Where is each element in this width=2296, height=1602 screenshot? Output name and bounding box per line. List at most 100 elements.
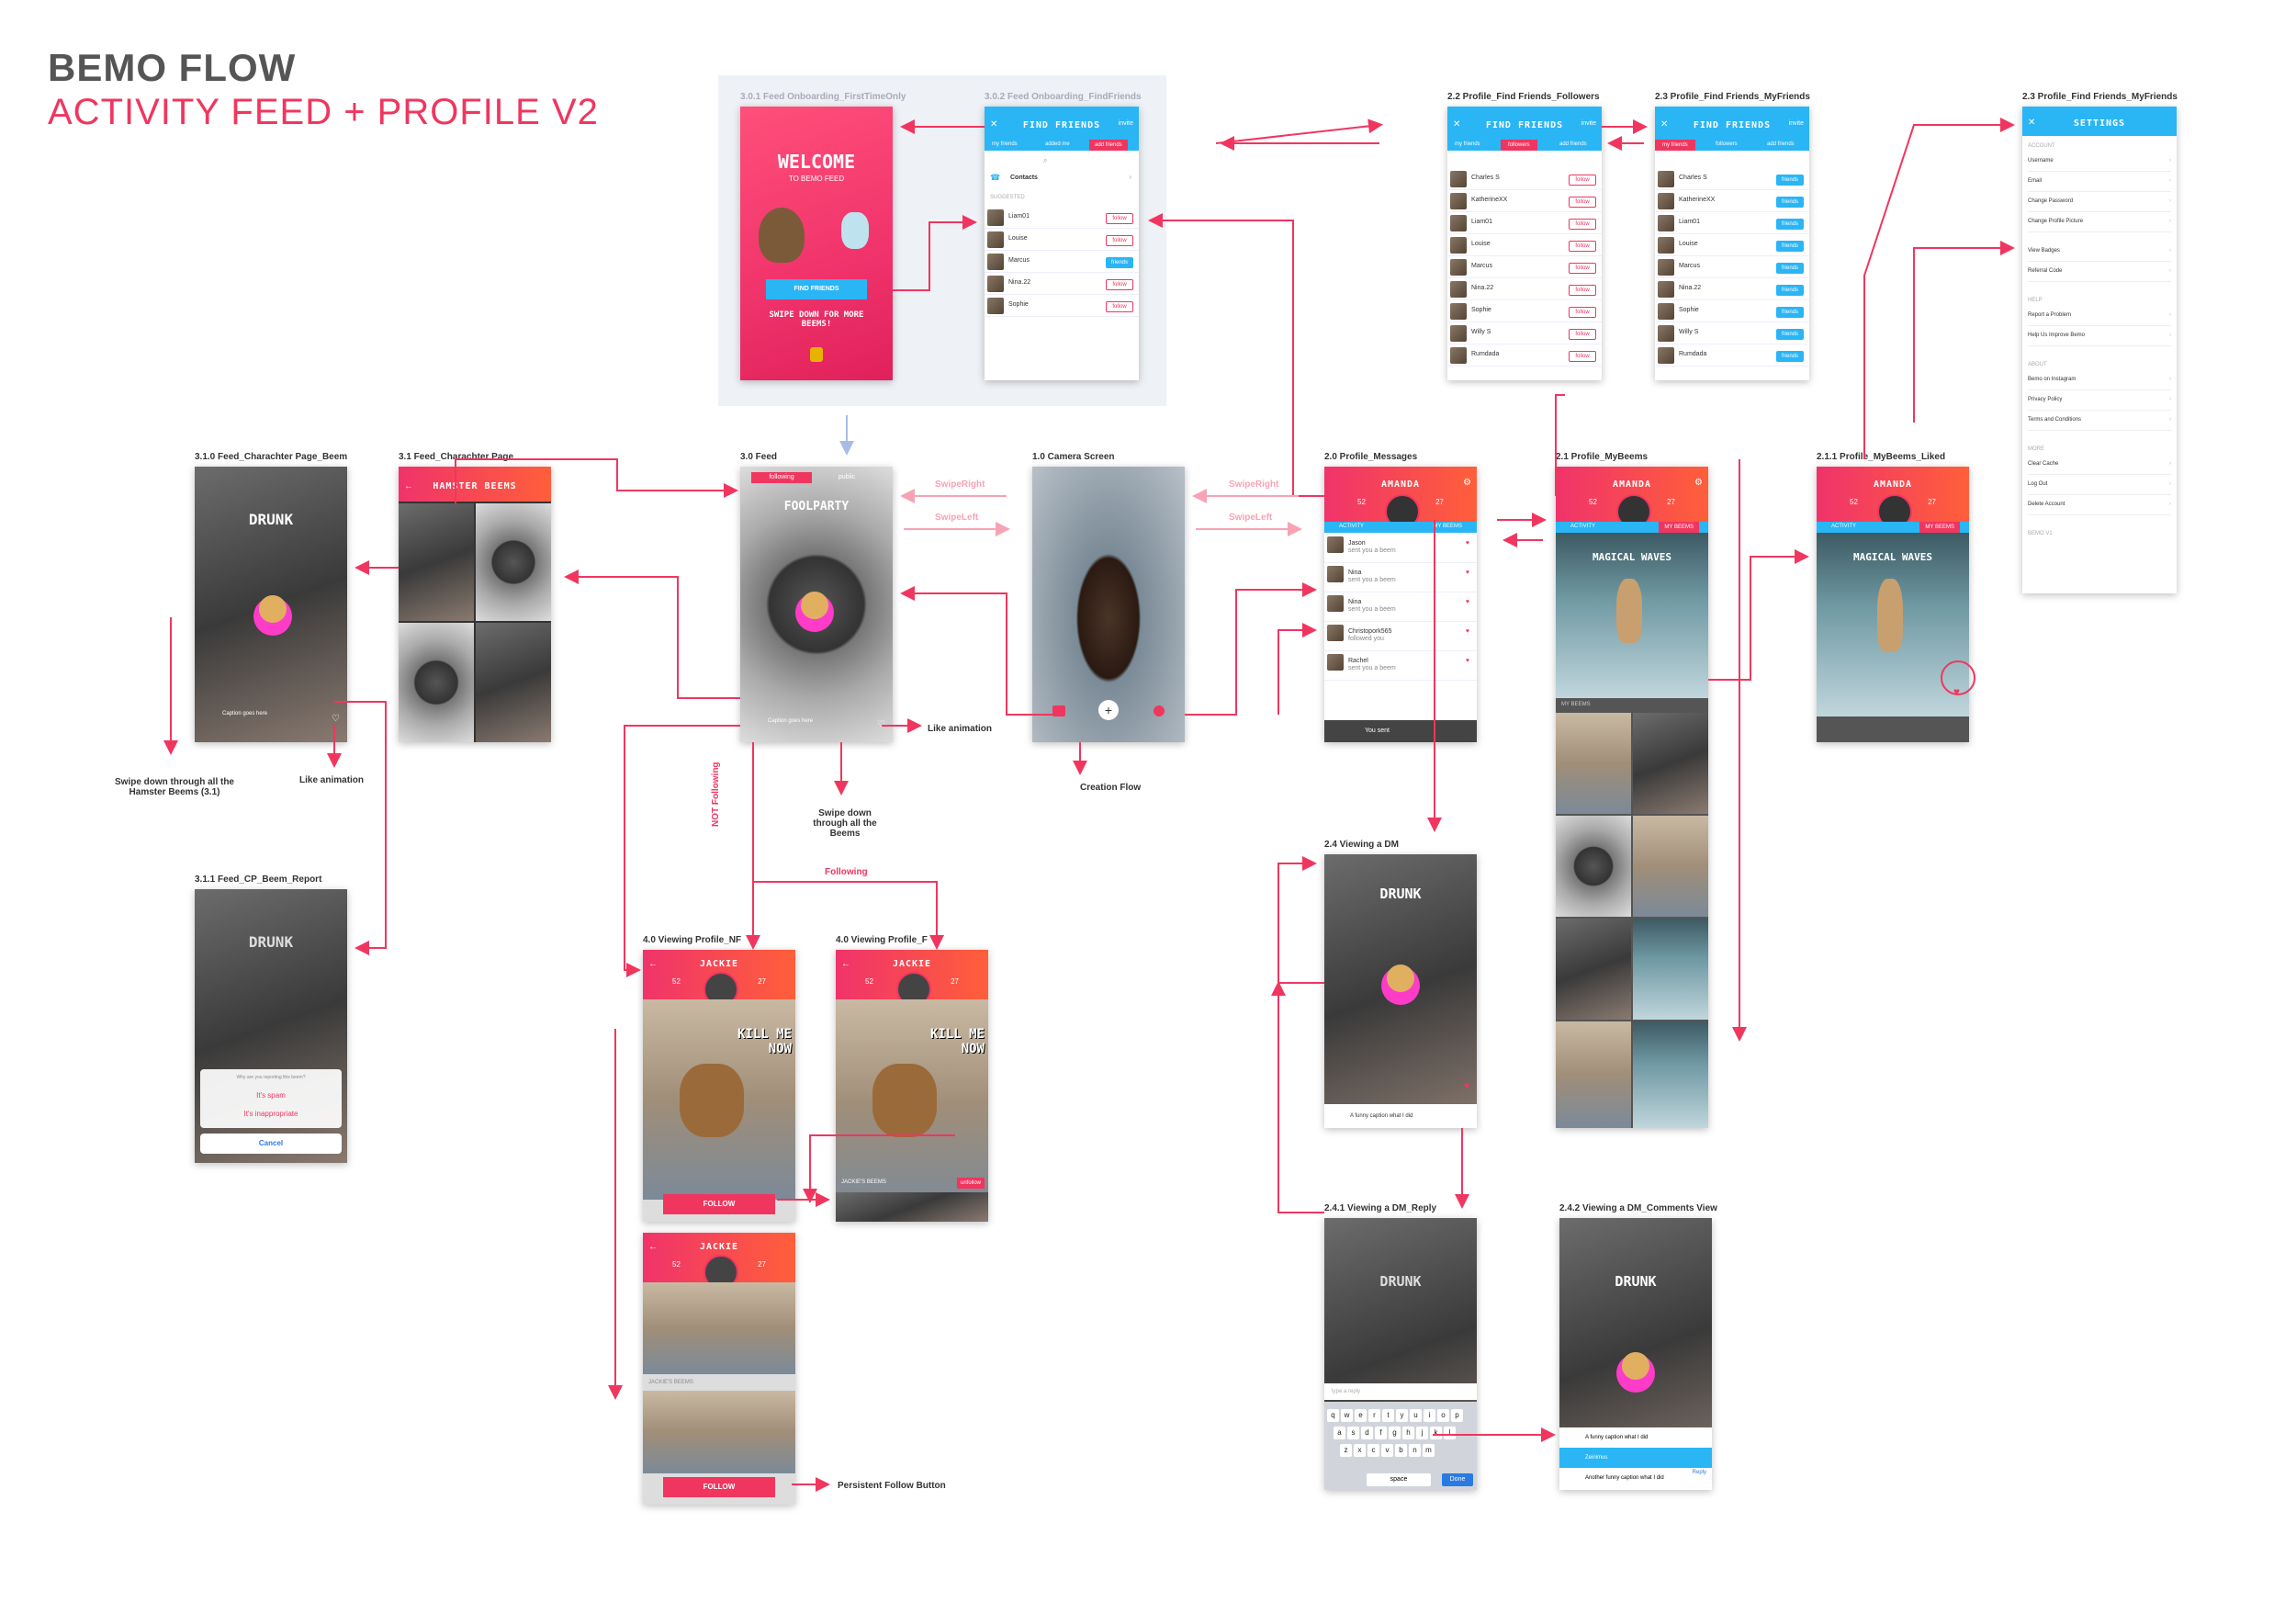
follow-button[interactable]: follow xyxy=(1569,219,1596,230)
key-e[interactable]: e xyxy=(1355,1409,1367,1422)
tab-my-beems[interactable]: MY BEEMS xyxy=(1919,522,1960,533)
tab-add-friends[interactable]: add friends xyxy=(1767,141,1795,147)
key-c[interactable]: c xyxy=(1367,1444,1379,1457)
settings-item[interactable]: Username› xyxy=(2028,158,2171,172)
friends-button[interactable]: friends xyxy=(1776,263,1804,274)
settings-item[interactable]: Privacy Policy› xyxy=(2028,397,2171,411)
settings-item[interactable]: Bemo on Instagram› xyxy=(2028,377,2171,390)
follow-button[interactable]: follow xyxy=(1569,307,1596,318)
contacts-row[interactable]: Contacts xyxy=(1010,175,1038,181)
key-a[interactable]: a xyxy=(1334,1427,1345,1439)
tab-added-me[interactable]: added me xyxy=(1045,141,1070,147)
settings-item[interactable]: Log Out› xyxy=(2028,481,2171,495)
capture-button[interactable]: + xyxy=(1098,700,1119,720)
friends-button[interactable]: friends xyxy=(1106,257,1133,268)
cancel-button[interactable]: Cancel xyxy=(200,1134,342,1154)
follow-button[interactable]: follow xyxy=(1106,213,1133,224)
grid-thumb[interactable] xyxy=(399,503,474,621)
unfollow-button[interactable]: unfollow xyxy=(957,1178,985,1189)
friends-button[interactable]: friends xyxy=(1776,285,1804,296)
key-p[interactable]: p xyxy=(1451,1409,1463,1422)
tab-activity[interactable]: ACTIVITY xyxy=(1339,524,1365,529)
comment-row-selected[interactable]: Zeinimus xyxy=(1559,1448,1712,1468)
close-icon[interactable]: ✕ xyxy=(990,119,998,130)
heart-icon[interactable]: ♥ xyxy=(1465,658,1469,664)
tab-my-friends[interactable]: my friends xyxy=(1455,141,1480,147)
grid-thumb[interactable] xyxy=(476,503,551,621)
friends-button[interactable]: friends xyxy=(1776,307,1804,318)
grid-thumb[interactable] xyxy=(1633,713,1708,814)
tab-my-friends[interactable]: my friends xyxy=(1655,140,1695,151)
featured-beem[interactable]: KILL ME NOW xyxy=(836,999,988,1211)
heart-icon[interactable]: ♥ xyxy=(1464,1081,1469,1091)
heart-icon[interactable]: ♥ xyxy=(1465,628,1469,635)
gear-icon[interactable]: ⚙ xyxy=(1463,478,1471,488)
close-icon[interactable]: ✕ xyxy=(2028,118,2036,128)
key-n[interactable]: n xyxy=(1409,1444,1421,1457)
settings-item[interactable]: Report a Problem› xyxy=(2028,312,2171,326)
friends-button[interactable]: friends xyxy=(1776,219,1804,230)
back-arrow-icon[interactable]: ← xyxy=(648,959,658,969)
key-m[interactable]: m xyxy=(1423,1444,1435,1457)
tab-activity[interactable]: ACTIVITY xyxy=(1570,524,1596,529)
grid-thumb[interactable] xyxy=(399,623,474,742)
done-key[interactable]: Done xyxy=(1442,1473,1473,1486)
heart-icon[interactable]: ♡ xyxy=(332,714,340,724)
back-arrow-icon[interactable]: ← xyxy=(841,959,850,969)
tab-my-beems[interactable]: MY BEEMS xyxy=(1433,524,1462,529)
report-spam-option[interactable]: It's spam xyxy=(256,1091,286,1100)
grid-thumb[interactable] xyxy=(836,1192,988,1222)
follow-button[interactable]: follow xyxy=(1106,279,1133,290)
key-q[interactable]: q xyxy=(1327,1409,1339,1422)
follow-button[interactable]: follow xyxy=(1569,351,1596,362)
profile-shortcut-icon[interactable] xyxy=(1154,705,1165,716)
friends-button[interactable]: friends xyxy=(1776,241,1804,252)
grid-thumb[interactable] xyxy=(643,1391,795,1473)
key-s[interactable]: s xyxy=(1347,1427,1359,1439)
follow-button[interactable]: FOLLOW xyxy=(663,1194,775,1214)
grid-thumb[interactable] xyxy=(476,623,551,742)
grid-thumb[interactable] xyxy=(1556,1021,1631,1128)
follow-button[interactable]: follow xyxy=(1569,175,1596,186)
key-v[interactable]: v xyxy=(1381,1444,1393,1457)
heart-icon[interactable]: ♥ xyxy=(1465,570,1469,576)
back-arrow-icon[interactable]: ← xyxy=(404,481,413,491)
grid-thumb[interactable] xyxy=(1556,816,1631,917)
key-j[interactable]: j xyxy=(1416,1427,1428,1439)
close-icon[interactable]: ✕ xyxy=(1660,119,1669,130)
key-u[interactable]: u xyxy=(1410,1409,1422,1422)
reply-link[interactable]: Reply xyxy=(1692,1470,1706,1475)
key-i[interactable]: i xyxy=(1424,1409,1435,1422)
gear-icon[interactable]: ⚙ xyxy=(1694,478,1703,488)
friends-button[interactable]: friends xyxy=(1776,351,1804,362)
tab-my-beems[interactable]: MY BEEMS xyxy=(1659,522,1699,533)
settings-item[interactable]: Delete Account› xyxy=(2028,502,2171,515)
settings-item[interactable]: Referral Code› xyxy=(2028,268,2171,282)
key-x[interactable]: x xyxy=(1354,1444,1366,1457)
key-y[interactable]: y xyxy=(1396,1409,1408,1422)
grid-thumb[interactable] xyxy=(1633,919,1708,1020)
invite-link[interactable]: invite xyxy=(1581,120,1596,127)
featured-beem[interactable] xyxy=(643,1282,795,1374)
heart-icon[interactable]: ♡ xyxy=(877,719,885,729)
tab-add-friends[interactable]: add friends xyxy=(1089,140,1128,151)
follow-button[interactable]: follow xyxy=(1106,235,1133,246)
settings-item[interactable]: Terms and Conditions› xyxy=(2028,417,2171,431)
key-k[interactable]: k xyxy=(1430,1427,1442,1439)
settings-item[interactable]: View Badges› xyxy=(2028,248,2171,262)
